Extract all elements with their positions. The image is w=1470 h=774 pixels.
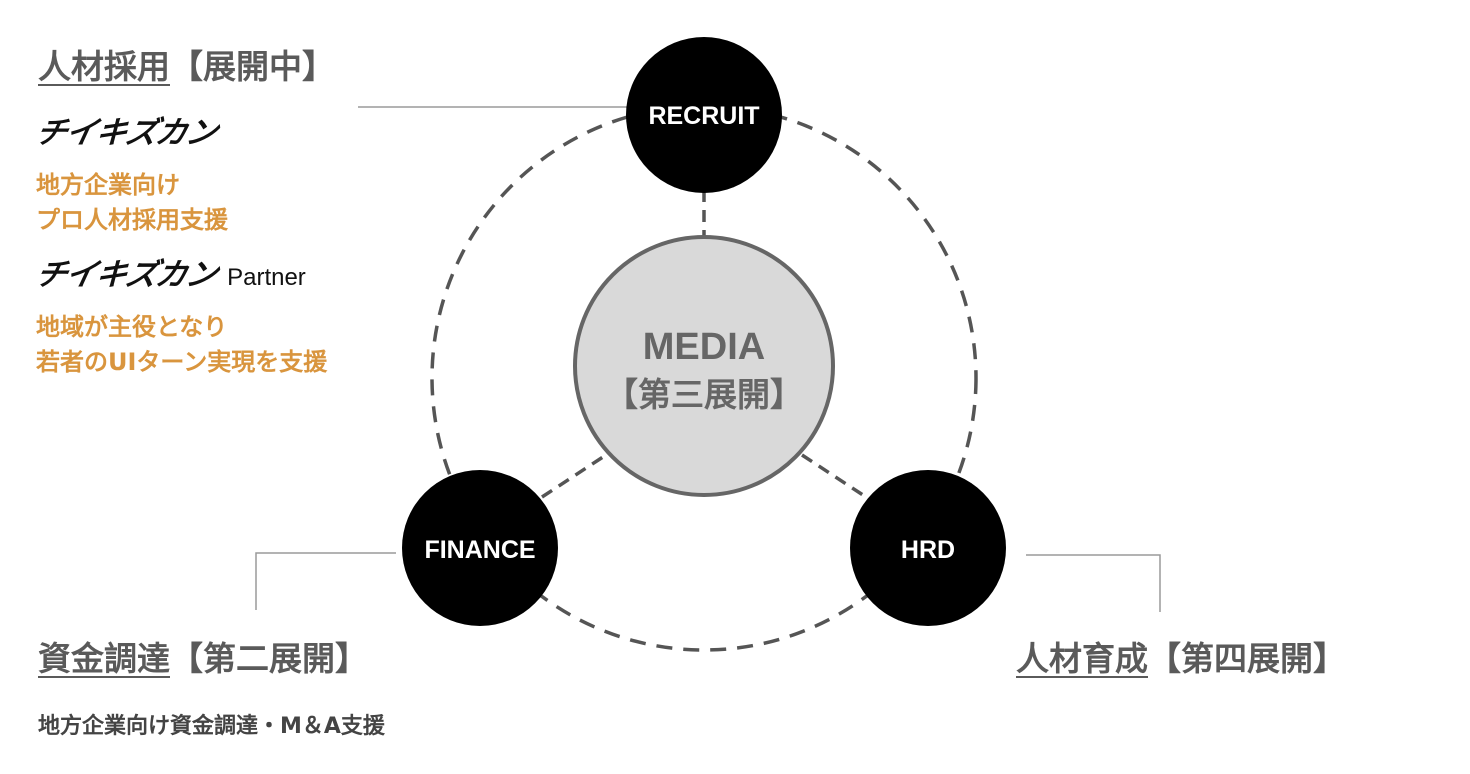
recruit-heading: 人材採用【展開中】 [38, 50, 335, 83]
chiikizukan-partner-logo-mark: チイキズカン [32, 257, 220, 293]
connector-hrd [801, 453, 867, 499]
recruit-desc-2-line-1: 地域が主役となり [36, 313, 228, 341]
recruit-title: 人材採用 [38, 47, 170, 86]
hrd-node-label: HRD [901, 536, 955, 564]
hrd-status: 【第四展開】 [1148, 639, 1346, 678]
hrd-node [850, 470, 1006, 626]
media-status: 【第三展開】 [605, 375, 803, 414]
recruit-desc-2: 地域が主役となり 若者のUIターン実現を支援 [36, 310, 327, 380]
finance-heading: 資金調達【第二展開】 [38, 642, 368, 675]
finance-node [402, 470, 558, 626]
finance-status: 【第二展開】 [170, 639, 368, 678]
partner-suffix: Partner [227, 264, 306, 291]
chiikizukan-partner-logo: チイキズカン Partner [32, 257, 306, 293]
media-center-circle [573, 235, 835, 497]
connector-finance [541, 453, 607, 499]
recruit-node [626, 37, 782, 193]
recruit-desc-1-line-1: 地方企業向け [36, 171, 180, 199]
hrd-heading: 人材育成【第四展開】 [1016, 642, 1346, 675]
recruit-status: 【展開中】 [170, 47, 335, 86]
finance-title: 資金調達 [38, 639, 170, 678]
chiikizukan-logo: チイキズカン [32, 115, 220, 151]
recruit-desc-1-line-2: プロ人材採用支援 [36, 206, 228, 234]
recruit-node-label: RECRUIT [648, 102, 759, 130]
leader-finance [255, 552, 396, 610]
recruit-desc-1: 地方企業向け プロ人材採用支援 [36, 168, 228, 238]
leader-hrd [1026, 554, 1161, 612]
recruit-desc-2-line-2: 若者のUIターン実現を支援 [36, 348, 328, 376]
hrd-title: 人材育成 [1016, 639, 1148, 678]
finance-desc: 地方企業向け資金調達・M＆A支援 [38, 714, 385, 739]
finance-node-label: FINANCE [424, 536, 535, 564]
media-label: MEDIA [643, 326, 765, 368]
